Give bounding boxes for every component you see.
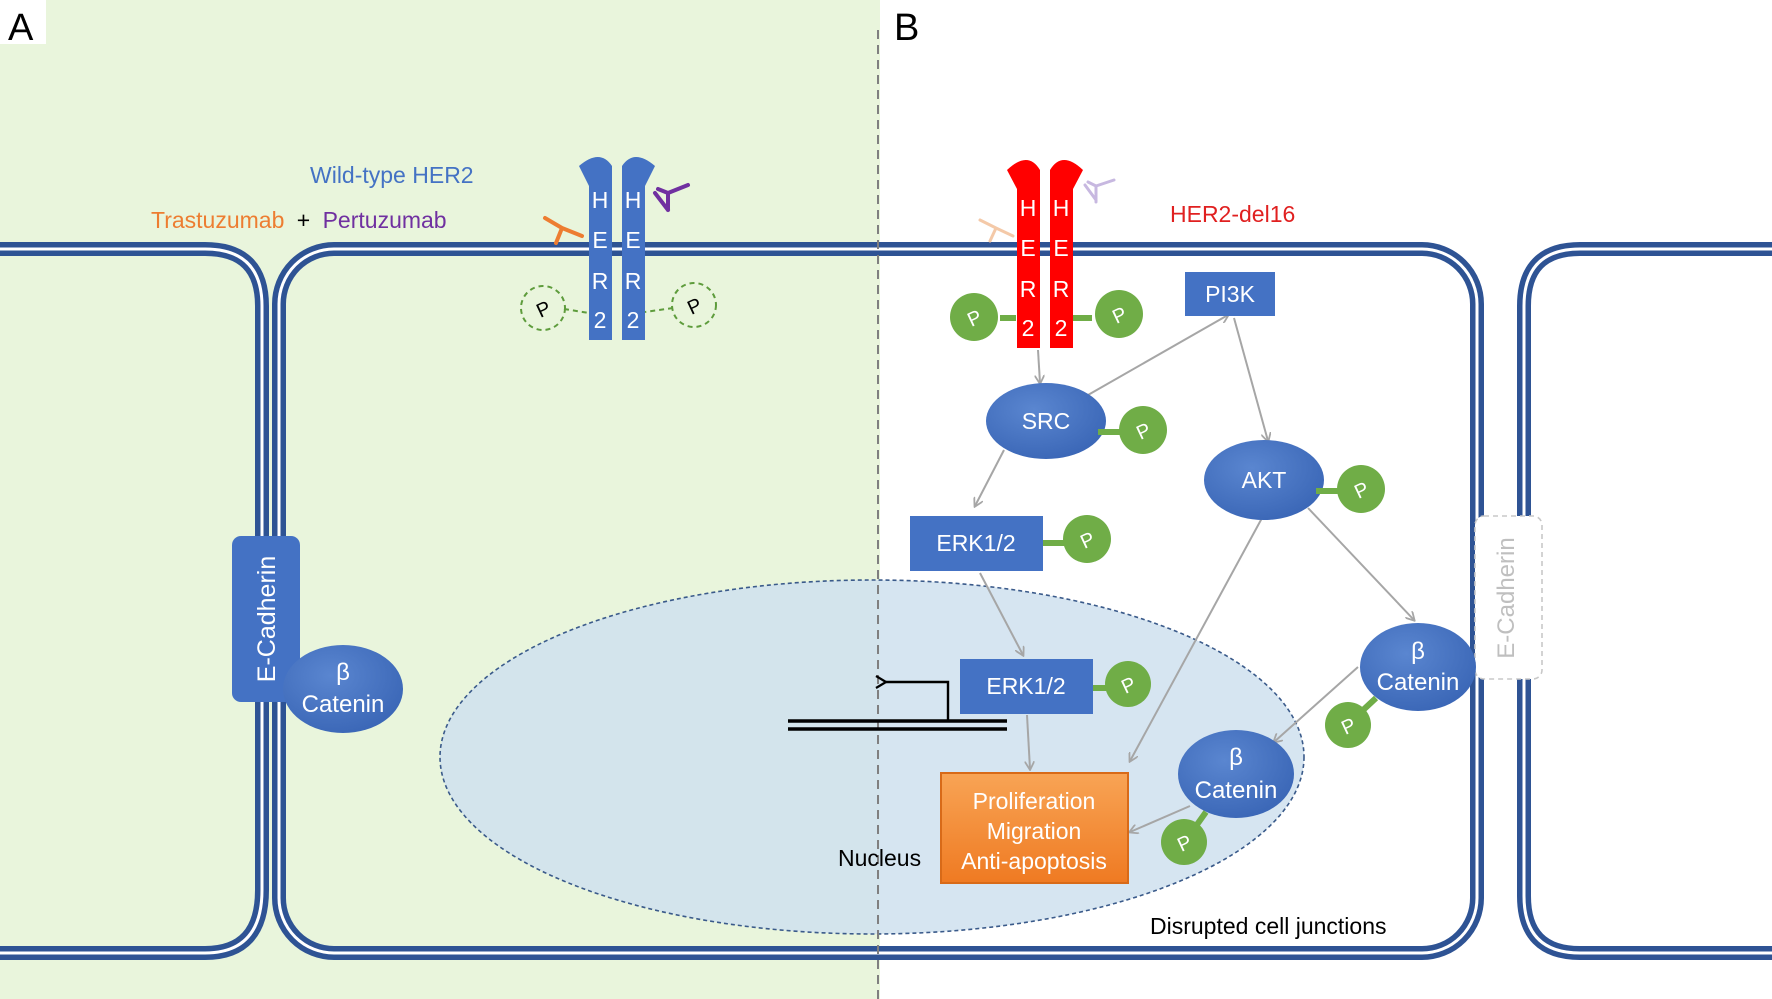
pertuzumab-label: Pertuzumab bbox=[323, 207, 447, 233]
trastuzumab-label: Trastuzumab bbox=[151, 207, 284, 233]
outcome-box bbox=[940, 772, 1129, 884]
beta-catenin-left bbox=[283, 645, 403, 733]
panel-a-label: A bbox=[8, 7, 34, 49]
her2-letter-2: 2 bbox=[627, 307, 640, 333]
disrupted-junctions-label: Disrupted cell junctions bbox=[1150, 913, 1387, 939]
e-cadherin-left-label: E-Cadherin bbox=[253, 556, 281, 682]
plus-sign: + bbox=[297, 207, 310, 233]
arrow-src-to-erk bbox=[975, 449, 1005, 506]
her2-letter-h: H bbox=[1020, 195, 1037, 221]
her2-letter-e: E bbox=[592, 227, 607, 253]
phospho-akt: P bbox=[1316, 465, 1385, 513]
her2-wild-type-letters: H E R 2 H E R 2 bbox=[592, 187, 642, 333]
phospho-beta-catenin-nuclear: P bbox=[1161, 810, 1209, 865]
arrow-akt-to-beta-catenin bbox=[1307, 507, 1414, 620]
panel-b-label: B bbox=[894, 7, 919, 49]
e-cadherin-left bbox=[232, 536, 300, 702]
wild-type-her2-label: Wild-type HER2 bbox=[310, 162, 474, 188]
beta-catenin-left-label: Catenin bbox=[302, 691, 385, 718]
arrow-her2-to-src bbox=[1038, 349, 1040, 383]
src-node bbox=[986, 383, 1106, 459]
outcome-migration: Migration bbox=[987, 818, 1082, 844]
her2-letter-h: H bbox=[1053, 195, 1070, 221]
her2-wild-type-receptor bbox=[579, 157, 655, 340]
her2-del16-label: HER2-del16 bbox=[1170, 201, 1295, 227]
cell-right-membrane bbox=[1517, 242, 1772, 960]
beta-catenin-left-beta: β bbox=[336, 659, 350, 686]
akt-node bbox=[1204, 440, 1324, 520]
signaling-arrows bbox=[975, 315, 1414, 832]
arrow-beta-to-beta bbox=[1274, 666, 1359, 742]
arrow-src-to-pi3k bbox=[1087, 315, 1228, 396]
erk-nuclear-label: ERK1/2 bbox=[986, 673, 1065, 699]
her2-letter-e: E bbox=[1020, 235, 1035, 261]
erk-nuclear-node bbox=[960, 659, 1093, 714]
her2-letter-2: 2 bbox=[1055, 315, 1068, 341]
nucleus-label: Nucleus bbox=[838, 845, 921, 871]
nucleus bbox=[439, 579, 1305, 935]
dna-transcription-icon bbox=[788, 682, 1007, 731]
her2-letter-e: E bbox=[625, 227, 640, 253]
outcome-anti-apoptosis: Anti-apoptosis bbox=[961, 848, 1107, 874]
arrow-akt-to-outcome bbox=[1130, 517, 1263, 761]
pi3k-node bbox=[1185, 272, 1275, 316]
her2-letter-h: H bbox=[592, 187, 609, 213]
her2-letter-2: 2 bbox=[594, 307, 607, 333]
trastuzumab-antibody-faded-icon bbox=[978, 218, 1015, 243]
her2-letter-r: R bbox=[625, 268, 642, 294]
pi3k-label: PI3K bbox=[1205, 281, 1256, 307]
beta-catenin-nuclear-label: Catenin bbox=[1195, 777, 1278, 804]
her2-letter-e: E bbox=[1053, 235, 1068, 261]
erk-cytoplasmic-node bbox=[910, 516, 1043, 571]
arrow-pi3k-to-akt bbox=[1233, 317, 1268, 441]
phospho-groups: P P P P P P bbox=[950, 290, 1385, 865]
arrow-nuclear-erk-to-outcome bbox=[1027, 714, 1030, 769]
trastuzumab-antibody-icon bbox=[543, 216, 584, 245]
her2-del16-receptor bbox=[1007, 160, 1083, 348]
e-cadherin-right bbox=[1474, 515, 1543, 680]
phospho-her2-left: P bbox=[950, 293, 1016, 341]
src-label: SRC bbox=[1022, 408, 1071, 434]
her2-letter-r: R bbox=[1053, 276, 1070, 302]
pertuzumab-antibody-faded-icon bbox=[1083, 178, 1116, 204]
beta-catenin-nuclear-beta: β bbox=[1229, 744, 1243, 771]
phospho-beta-catenin-cytoplasmic: P bbox=[1325, 695, 1379, 748]
pertuzumab-antibody-icon bbox=[653, 183, 690, 212]
outcome-proliferation: Proliferation bbox=[973, 788, 1096, 814]
her2-del16-letters: H E R 2 H E R 2 bbox=[1020, 195, 1070, 341]
akt-label: AKT bbox=[1242, 467, 1287, 493]
her2-letter-2: 2 bbox=[1022, 315, 1035, 341]
beta-catenin-cytoplasmic bbox=[1360, 623, 1476, 711]
e-cadherin-right-label: E-Cadherin bbox=[1493, 537, 1520, 658]
arrow-beta-nuclear-to-outcome bbox=[1130, 805, 1191, 832]
phospho-her2-right: P bbox=[1073, 290, 1143, 338]
her2-letter-h: H bbox=[625, 187, 642, 213]
phospho-src: P bbox=[1098, 406, 1167, 454]
erk-cytoplasmic-label: ERK1/2 bbox=[936, 530, 1015, 556]
beta-catenin-nuclear bbox=[1178, 730, 1294, 818]
her2-letter-r: R bbox=[592, 268, 609, 294]
arrow-erk-to-nuclear-erk bbox=[979, 572, 1023, 655]
beta-catenin-cytoplasmic-label: Catenin bbox=[1377, 669, 1460, 696]
phospho-erk-cytoplasmic: P bbox=[1043, 515, 1111, 563]
phospho-erk-nuclear: P bbox=[1093, 661, 1151, 707]
antibody-label: Trastuzumab + Pertuzumab bbox=[151, 207, 447, 233]
her2-letter-r: R bbox=[1020, 276, 1037, 302]
beta-catenin-cytoplasmic-beta: β bbox=[1411, 638, 1425, 665]
